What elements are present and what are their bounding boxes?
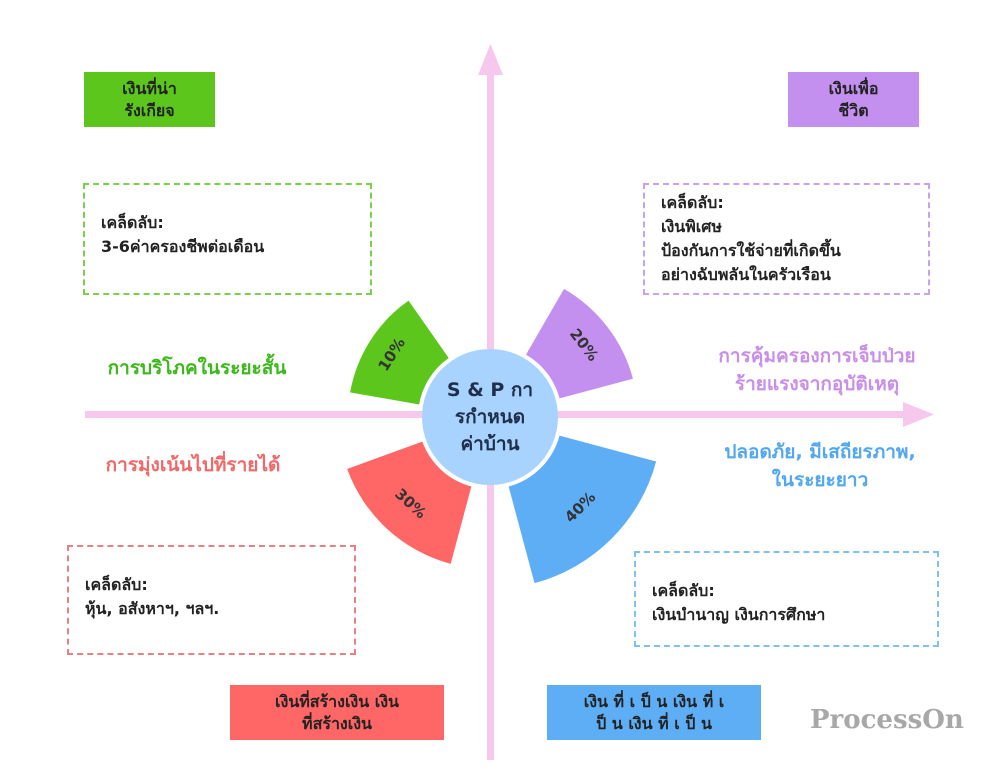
tag-top-left: เงินที่น่ารังเกียจ [84, 72, 215, 127]
center-label: S & P การกำหนดค่าบ้าน [446, 378, 534, 455]
processon-watermark: ProcessOn [810, 705, 964, 735]
tip-box-bottom-right: เคล็ดลับ: เงินบำนาญ เงินการศึกษา [634, 551, 939, 647]
tip-line: หุ้น, อสังหาฯ, ฯลฯ. [85, 599, 220, 618]
tip-title: เคล็ดลับ: [85, 575, 148, 594]
tip-box-top-left: เคล็ดลับ: 3-6ค่าครองชีพต่อเดือน [83, 183, 372, 295]
sectors: 10%20%30%40% [347, 288, 657, 584]
tip-line: 3-6ค่าครองชีพต่อเดือน [101, 237, 265, 256]
vertical-axis-arrowhead [478, 44, 503, 75]
tip-line: เงินบำนาญ เงินการศึกษา [652, 605, 826, 624]
sector-10-percent [350, 300, 449, 405]
side-label-top-right: การคุ้มครองการเจ็บป่วย ร้ายแรงจากอุบัติเ… [718, 345, 916, 395]
tag-bottom-right: เงิน ที่ เ ป็ น เงิน ที่ เป็ น เงิน ที่ … [547, 685, 761, 740]
sector-20-percent [526, 288, 633, 399]
sector-30-percent [347, 441, 472, 564]
tag-bottom-left: เงินที่สร้างเงิน เงินที่สร้างเงิน [230, 685, 444, 740]
tip-title: เคล็ดลับ: [101, 213, 164, 232]
sector-40-percent [508, 435, 657, 584]
side-label-bottom-right: ปลอดภัย, มีเสถียรภาพ, ในระยะยาว [724, 441, 916, 491]
tip-line: เงินพิเศษ [661, 217, 722, 236]
tip-box-bottom-left: เคล็ดลับ: หุ้น, อสังหาฯ, ฯลฯ. [67, 545, 356, 655]
tip-line: ป้องกันการใช้จ่ายที่เกิดขึ้น [661, 241, 841, 260]
tip-line: อย่างฉับพลันในครัวเรือน [661, 265, 831, 284]
tag-top-right: เงินเพื่อชีวิต [788, 72, 919, 127]
tip-title: เคล็ดลับ: [652, 581, 715, 600]
tip-title: เคล็ดลับ: [661, 193, 724, 212]
center-circle [422, 349, 558, 485]
tip-box-top-right: เคล็ดลับ: เงินพิเศษ ป้องกันการใช้จ่ายที่… [643, 183, 930, 295]
side-label-bottom-left: การมุ่งเน้นไปที่รายได้ [105, 454, 281, 476]
side-label-top-left: การบริโภคในระยะสั้น [107, 357, 287, 379]
horizontal-axis-arrowhead [903, 402, 934, 427]
